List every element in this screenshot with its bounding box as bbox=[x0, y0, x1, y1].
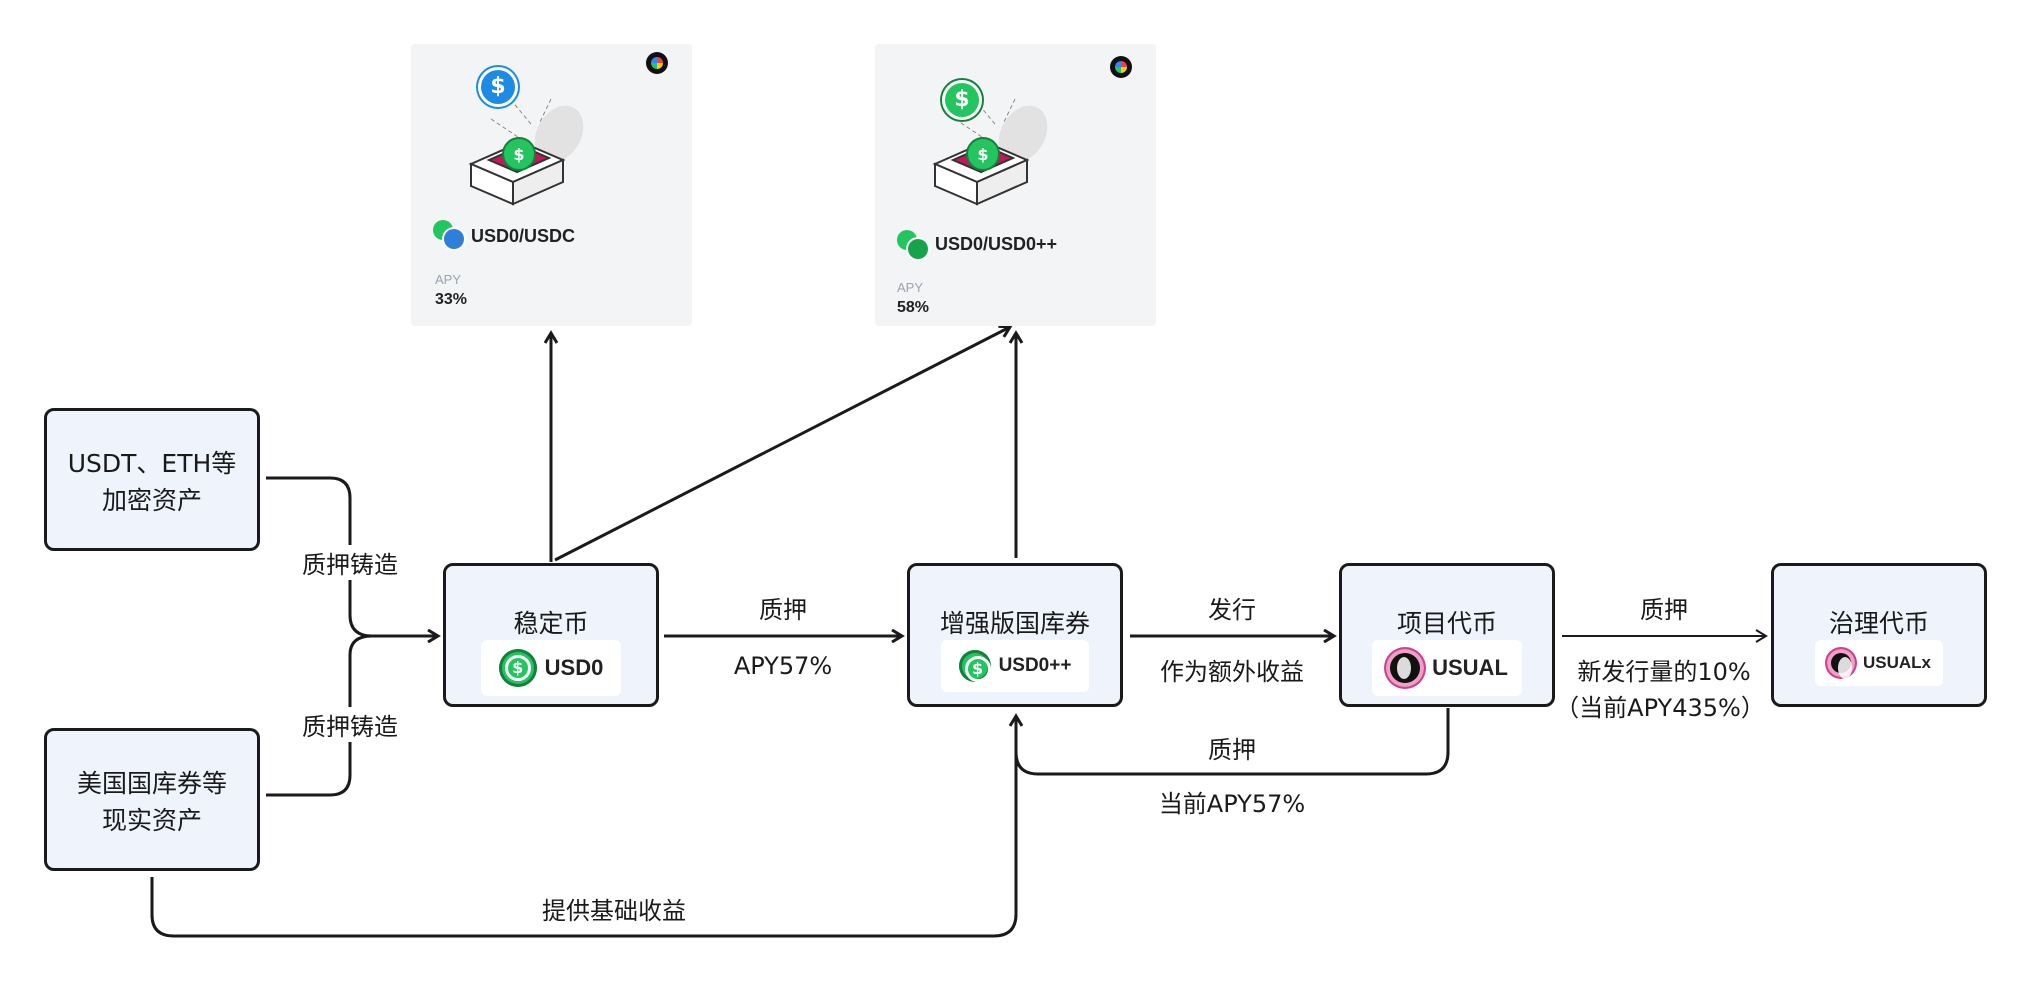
pool-top-coin: $ bbox=[942, 80, 982, 120]
token-usd0pp-label: USD0++ bbox=[998, 655, 1072, 676]
edge-rwa-to-treasury bbox=[150, 716, 1018, 938]
token-usd0-label: USD0 bbox=[544, 655, 604, 680]
label-stake: 质押 bbox=[759, 596, 807, 624]
node-crypto-assets: USDT、ETH等 加密资产 bbox=[44, 408, 260, 551]
label-current-apy-57: 当前APY57% bbox=[1158, 790, 1306, 818]
edge-stablecoin-to-pool2 bbox=[554, 327, 1010, 562]
label-issue: 发行 bbox=[1208, 596, 1256, 624]
usd0pp-coin-icon bbox=[958, 650, 991, 682]
node-rwa-line1: 美国国库券等 bbox=[76, 769, 227, 798]
pair-coin-front bbox=[444, 229, 464, 249]
label-new-issuance: 新发行量的10% bbox=[1577, 658, 1751, 686]
node-real-world-assets: 美国国库券等 现实资产 bbox=[44, 728, 260, 871]
pool-pair-icon bbox=[897, 230, 931, 260]
pool-network-icon bbox=[646, 52, 668, 74]
node-stablecoin-title: 稳定币 bbox=[513, 609, 589, 638]
node-crypto-line2: 加密资产 bbox=[101, 486, 202, 515]
pool-card-usd0-usd0pp[interactable]: $ $ USD0/USD0++ APY 58% bbox=[875, 44, 1156, 326]
label-stake-back: 质押 bbox=[1208, 736, 1256, 764]
usd0-coin-icon bbox=[498, 649, 537, 687]
token-usual-label: USUAL bbox=[1432, 655, 1508, 680]
node-rwa-line2: 现实资产 bbox=[101, 806, 202, 835]
node-crypto-line1: USDT、ETH等 bbox=[67, 449, 237, 478]
node-project-token: 项目代币 USUAL bbox=[1339, 563, 1555, 707]
pool-apy-label: APY bbox=[897, 280, 924, 295]
pool-apy-value: 58% bbox=[897, 299, 930, 316]
pool-apy-label: APY bbox=[435, 272, 462, 287]
pool-name: USD0/USDC bbox=[471, 226, 576, 246]
usualx-coin-icon bbox=[1826, 649, 1855, 679]
node-treasury-title: 增强版国库券 bbox=[939, 609, 1090, 638]
label-apy-57: APY57% bbox=[733, 652, 833, 680]
node-governance-title: 治理代币 bbox=[1828, 609, 1929, 638]
pool-network-icon bbox=[1110, 56, 1132, 78]
label-stake-governance: 质押 bbox=[1640, 596, 1688, 624]
label-crypto-mint: 质押铸造 bbox=[300, 545, 400, 580]
label-current-apy-435: （当前APY435%） bbox=[1555, 694, 1765, 722]
pool-card-usd0-usdc[interactable]: $ $ USD0/USDC APY 33% bbox=[411, 44, 692, 326]
node-governance-token: 治理代币 USUALx bbox=[1771, 563, 1987, 707]
label-rwa-mint: 质押铸造 bbox=[300, 707, 400, 742]
token-usualx-label: USUALx bbox=[1862, 653, 1931, 672]
pool-apy-value: 33% bbox=[435, 291, 468, 308]
pool-name: USD0/USD0++ bbox=[935, 234, 1058, 254]
node-enhanced-treasury: 增强版国库券 USD0++ bbox=[907, 563, 1123, 707]
token-chip-usualx: USUALx bbox=[1815, 640, 1943, 686]
token-chip-usd0: USD0 bbox=[481, 640, 621, 696]
pair-coin-front bbox=[908, 239, 928, 259]
vault-illustration: $ bbox=[932, 93, 1048, 206]
node-stablecoin: 稳定币 USD0 bbox=[443, 563, 659, 707]
pool-pair-icon bbox=[433, 220, 467, 250]
label-extra-yield: 作为额外收益 bbox=[1160, 658, 1304, 686]
edge-rwa-to-stablecoin bbox=[266, 634, 373, 797]
token-chip-usd0pp: USD0++ bbox=[941, 640, 1089, 692]
svg-text:$: $ bbox=[977, 145, 988, 164]
token-chip-usual: USUAL bbox=[1372, 640, 1522, 696]
node-project-title: 项目代币 bbox=[1396, 609, 1497, 638]
svg-text:$: $ bbox=[513, 145, 524, 164]
usual-coin-icon bbox=[1386, 649, 1425, 687]
label-base-yield: 提供基础收益 bbox=[542, 897, 686, 925]
vault-illustration: $ bbox=[468, 93, 584, 206]
pool-top-coin: $ bbox=[478, 67, 518, 107]
